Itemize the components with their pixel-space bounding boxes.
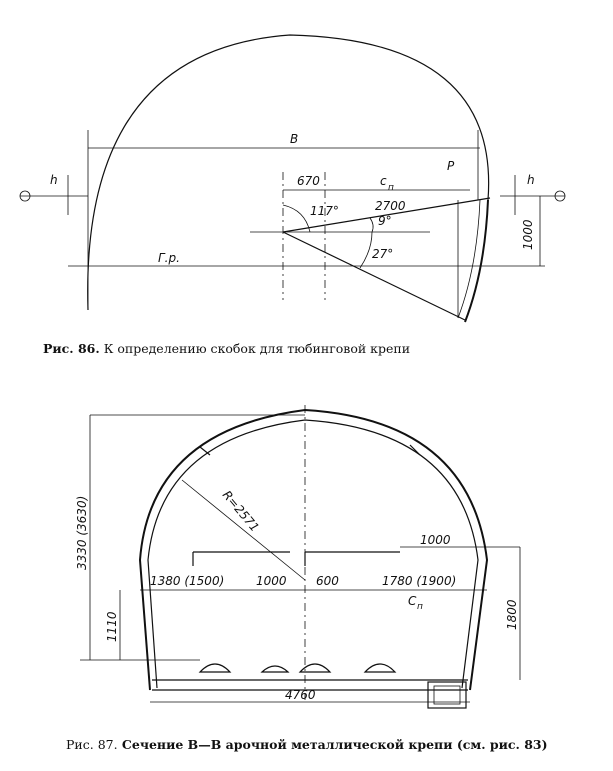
fig86-lining-inner	[457, 199, 481, 319]
fig86-level-symbol-left	[19, 190, 31, 202]
fig87-rail-1	[198, 663, 232, 673]
fig87-label-cp-sub: п	[417, 602, 423, 612]
fig86-label-117: 117°	[310, 204, 339, 218]
fig87-arch-outer	[138, 408, 489, 691]
fig86-label-p: P	[447, 159, 455, 173]
fig86-level-symbol-right	[554, 190, 566, 202]
fig86-lining	[464, 199, 489, 323]
fig87-drawing: 3330 (3630) R=2571 1000 1380 (1500) 1000…	[75, 405, 521, 709]
fig86-ray-upper	[282, 197, 491, 233]
fig86-label-2700: 2700	[375, 199, 406, 213]
fig86-caption-text: К определению скобок для тюбинговой креп…	[99, 341, 411, 356]
fig87-label-4760: 4760	[285, 688, 316, 702]
fig87-arch-inner	[147, 419, 479, 689]
fig87-label-1110: 1110	[105, 611, 119, 642]
fig86-label-670: 670	[297, 174, 320, 188]
fig86-arc	[87, 34, 490, 311]
fig87-label-height: 3330 (3630)	[75, 496, 89, 570]
fig86-label-9: 9°	[378, 214, 392, 228]
fig87-label-1000-top: 1000	[420, 533, 451, 547]
fig86-angle-27-arc	[359, 231, 373, 269]
fig87-caption: Рис. 87. Сечение В—В арочной металлическ…	[66, 737, 548, 752]
fig86-label-h-right: h	[527, 173, 535, 187]
fig87-rail-2	[260, 665, 290, 673]
fig86-label-gr: Г.р.	[158, 251, 180, 265]
fig87-rail-4	[363, 663, 397, 673]
fig86-label-1000: 1000	[521, 219, 535, 250]
fig87-label-1800: 1800	[505, 599, 519, 630]
fig87-joint-right	[409, 444, 421, 456]
fig87-caption-number: Рис. 87.	[66, 737, 118, 752]
fig87-caption-text: Сечение В—В арочной металлической крепи …	[117, 737, 548, 752]
fig86-angle-9-arc	[369, 217, 374, 233]
fig86-caption: Рис. 86. К определению скобок для тюбинг…	[43, 341, 410, 356]
fig87-label-1000-mid: 1000	[256, 574, 287, 588]
fig87-label-1780: 1780 (1900)	[382, 574, 456, 588]
fig87-radius-line	[181, 479, 306, 581]
fig86-label-h-left: h	[50, 173, 58, 187]
fig86-ray-lower	[282, 231, 466, 321]
fig87-label-1380: 1380 (1500)	[150, 574, 224, 588]
fig86-label-b: B	[290, 132, 298, 146]
fig86-label-cp-sub: п	[388, 183, 394, 193]
fig87-label-cp: C	[408, 594, 417, 608]
fig86-drawing: B P h h 670 c п 117° 2700 9° 27° 1000 Г.…	[19, 34, 566, 323]
fig86-label-cp: c	[380, 174, 387, 188]
fig86-caption-number: Рис. 86.	[43, 341, 100, 356]
fig86-label-27: 27°	[372, 247, 393, 261]
fig87-joint-left	[199, 446, 211, 456]
fig87-drain-box	[427, 681, 467, 709]
fig87-label-600: 600	[316, 574, 339, 588]
fig86-angle-117-arc	[282, 204, 311, 233]
fig87-rail-3	[298, 663, 332, 673]
fig87-drain-inner	[433, 685, 461, 705]
